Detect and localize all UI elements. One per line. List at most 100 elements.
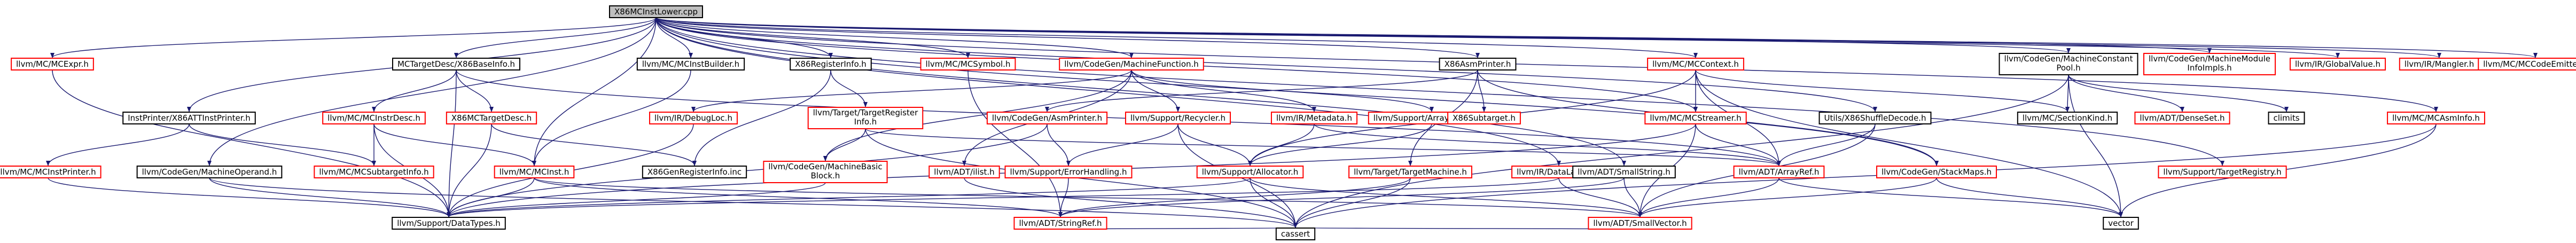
graph-edge-root-to-mctargetdesc_basic	[454, 17, 657, 58]
graph-node-mcsubtargetinfo[interactable]: llvm/MC/MCSubtargetInfo.h	[314, 166, 434, 178]
graph-edge-mcexpr-to-datatypes	[52, 69, 451, 217]
graph-node-mcasminfo[interactable]: llvm/MC/MCAsmInfo.h	[2387, 112, 2485, 124]
graph-node-targetregistry[interactable]: llvm/Support/TargetRegistry.h	[2158, 166, 2287, 178]
graph-node-label: llvm/Support/DataTypes.h	[397, 218, 501, 228]
graph-edge-mcasminfo-to-cassert	[1293, 123, 2437, 228]
graph-node-box	[1196, 166, 1304, 178]
graph-node-label: llvm/CodeGen/AsmPrinter.h	[992, 113, 1102, 123]
graph-edge-mcstreamer-to-arrayref	[1695, 123, 1781, 166]
graph-edge-stackmaps-to-smallvector	[1638, 177, 1937, 217]
graph-node-box	[2134, 112, 2230, 124]
graph-edge-smallstring-to-stringref	[1058, 177, 1625, 217]
graph-edge-mdmetadata-to-allocator	[1248, 123, 1315, 166]
graph-node-box	[1447, 112, 1521, 124]
graph-edge-mcsymbol-to-stringref	[967, 69, 1063, 217]
graph-edge-machineconstantpool-to-climits	[2068, 74, 2289, 112]
graph-edge-root-to-machineoperand	[207, 17, 657, 166]
graph-edge-errorhandling-to-stringref	[1058, 177, 1069, 217]
graph-node-box	[1004, 166, 1133, 178]
graph-node-label: llvm/Support/Recycler.h	[1130, 113, 1225, 123]
graph-node-mangler[interactable]: llvm/IR/Mangler.h	[2399, 58, 2480, 70]
graph-node-box	[2387, 112, 2485, 124]
graph-edge-mctargetdesc_basic-to-datatypes	[447, 69, 457, 217]
graph-node-arrayref[interactable]: llvm/ADT/ArrayRef.h	[1733, 166, 1825, 178]
graph-node-x86shuffledecode: Utils/X86ShuffleDecode.h	[1818, 112, 1932, 124]
graph-node-label: llvm/IR/DebugLoc.h	[654, 113, 732, 123]
graph-node-x86registerinfo: X86RegisterInfo.h	[790, 58, 872, 70]
graph-edge-root-to-x86shuffledecode	[655, 17, 1877, 112]
graph-node-mcstreamer[interactable]: llvm/MC/MCStreamer.h	[1644, 112, 1747, 124]
graph-node-box	[2268, 112, 2305, 124]
graph-edge-allocator-to-cassert	[1250, 177, 1298, 228]
graph-node-box	[807, 107, 924, 129]
graph-node-label: llvm/ADT/SmallVector.h	[1593, 218, 1687, 228]
graph-edge-allocator-to-datatypes	[447, 177, 1251, 217]
graph-edge-mcinst-to-smallvector	[534, 177, 1642, 217]
graph-node-box	[928, 166, 1000, 178]
graph-edge-smallstring-to-smallvector	[1623, 177, 1642, 217]
graph-edge-root-to-x86asmprinter	[655, 17, 1480, 58]
graph-node-box	[122, 112, 256, 124]
node-layer: X86MCInstLower.cppllvm/MC/MCExpr.hInstPr…	[0, 5, 2576, 240]
graph-node-recycler[interactable]: llvm/Support/Recycler.h	[1125, 112, 1231, 124]
graph-node-mcsymbol[interactable]: llvm/MC/MCSymbol.h	[920, 58, 1016, 70]
graph-node-x86mctargetdesc[interactable]: X86MCTargetDesc.h	[446, 112, 537, 124]
graph-edge-mctargetdesc_basic-to-x86mctargetdesc	[456, 69, 494, 112]
graph-node-box	[1999, 53, 2138, 75]
graph-edge-root-to-machinefunction	[655, 17, 1134, 58]
graph-node-box	[1647, 58, 1744, 70]
graph-node-label: llvm/MC/MCInstPrinter.h	[0, 167, 96, 177]
graph-edge-root-to-machinemoduleinfoimpls	[655, 17, 2212, 53]
graph-node-label: X86RegisterInfo.h	[795, 59, 867, 69]
graph-node-label: llvm/ADT/StringRef.h	[1019, 218, 1102, 228]
graph-edge-asmprinter-to-errorhandling	[1047, 123, 1071, 166]
graph-node-x86genregisterinfo: X86GenRegisterInfo.inc	[642, 166, 747, 178]
graph-node-smallvector[interactable]: llvm/ADT/SmallVector.h	[1588, 217, 1692, 230]
graph-node-mcinst[interactable]: llvm/MC/MCInst.h	[494, 166, 575, 178]
graph-node-label: llvm/MC/MCSymbol.h	[926, 59, 1011, 69]
graph-node-targetmachine[interactable]: llvm/Target/TargetMachine.h	[1348, 166, 1472, 178]
graph-node-cassert: cassert	[1275, 228, 1316, 240]
graph-edge-targetmachine-to-cassert	[1293, 177, 1411, 228]
graph-node-mcinstbuilder: llvm/MC/MCInstBuilder.h	[636, 58, 745, 70]
graph-node-box	[1013, 217, 1107, 230]
graph-node-globalvalue[interactable]: llvm/IR/GlobalValue.h	[2289, 58, 2386, 70]
graph-edge-root-to-mcasminfo	[655, 17, 2438, 112]
edge-layer	[46, 17, 2538, 233]
graph-node-stringref[interactable]: llvm/ADT/StringRef.h	[1013, 217, 1107, 230]
graph-node-densemap[interactable]: llvm/ADT/DenseSet.h	[2134, 112, 2230, 124]
graph-node-errorhandling[interactable]: llvm/Support/ErrorHandling.h	[1004, 166, 1133, 178]
graph-node-x86subtarget[interactable]: X86Subtarget.h	[1447, 112, 1521, 124]
graph-edge-x86asmprinter-to-x86subtarget	[1477, 69, 1486, 112]
graph-node-box	[1733, 166, 1825, 178]
graph-node-mccontext[interactable]: llvm/MC/MCContext.h	[1647, 58, 1744, 70]
graph-node-allocator[interactable]: llvm/Support/Allocator.h	[1196, 166, 1304, 178]
graph-node-debugloc[interactable]: llvm/IR/DebugLoc.h	[649, 112, 738, 124]
graph-edge-arrayref-to-vector	[1778, 177, 2123, 217]
graph-node-stackmaps[interactable]: llvm/CodeGen/StackMaps.h	[1876, 166, 1997, 178]
graph-edge-x86registerinfo-to-targetregisterinfo	[830, 69, 868, 107]
graph-edge-machinefunction-to-mdmetadata	[1131, 69, 1316, 112]
graph-edge-instprinter-to-mcsubtargetinfo	[189, 123, 376, 166]
graph-node-mdmetadata[interactable]: llvm/IR/Metadata.h	[1270, 112, 1358, 124]
graph-edge-x86registerinfo-to-x86genregisterinfo	[692, 69, 831, 166]
graph-node-asmprinter[interactable]: llvm/CodeGen/AsmPrinter.h	[986, 112, 1108, 124]
graph-node-smallstring: llvm/ADT/SmallString.h	[1572, 166, 1676, 178]
graph-node-mcinstprinter[interactable]: llvm/MC/MCInstPrinter.h	[0, 166, 102, 178]
graph-edge-machineconstantpool-to-cassert	[1293, 74, 2069, 228]
graph-node-label: llvm/Target/TargetRegister	[813, 108, 918, 117]
graph-node-root[interactable]: X86MCInstLower.cpp	[608, 5, 704, 18]
graph-edge-root-to-mcinst	[532, 17, 657, 166]
graph-node-mccodeemitter[interactable]: llvm/MC/MCCodeEmitter.h	[2478, 58, 2576, 70]
graph-node-label: llvm/MC/MCInst.h	[499, 167, 569, 177]
graph-node-machinefunction[interactable]: llvm/CodeGen/MachineFunction.h	[1059, 58, 1204, 70]
graph-node-label: llvm/Support/Allocator.h	[1202, 167, 1299, 177]
graph-node-ilist[interactable]: llvm/ADT/ilist.h	[928, 166, 1000, 178]
graph-node-mcexpr[interactable]: llvm/MC/MCExpr.h	[11, 58, 94, 70]
graph-node-label: llvm/CodeGen/MachineModule	[2149, 54, 2270, 64]
graph-node-mcinstrdesc[interactable]: llvm/MC/MCInstrDesc.h	[322, 112, 426, 124]
graph-node-label: X86MCInstLower.cpp	[614, 7, 698, 17]
